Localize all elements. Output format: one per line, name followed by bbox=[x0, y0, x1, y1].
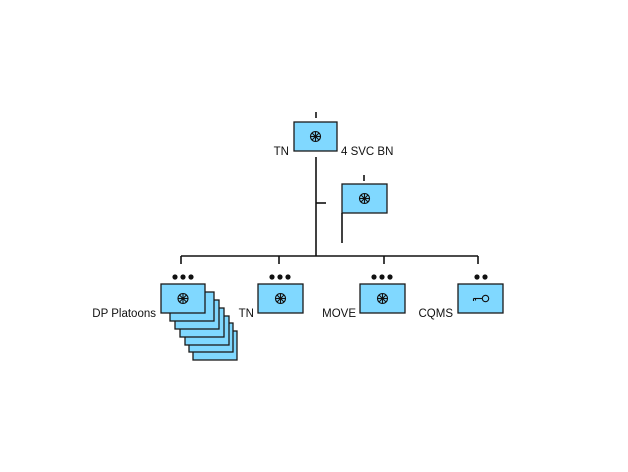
echelon-dots bbox=[269, 274, 291, 280]
hq-right-label: 4 SVC BN bbox=[341, 146, 393, 158]
wheel-icon bbox=[358, 192, 371, 205]
wheel-icon bbox=[376, 292, 389, 305]
subunit-label: DP Platoons bbox=[92, 308, 156, 320]
command-post-unit bbox=[341, 175, 388, 243]
echelon-dots bbox=[371, 274, 393, 280]
echelon-dots bbox=[172, 274, 194, 280]
subunit-move: MOVE bbox=[322, 274, 406, 320]
subunit-tn: TN bbox=[239, 274, 304, 320]
echelon-dots bbox=[474, 274, 488, 280]
wheel-icon bbox=[274, 292, 287, 305]
subunit-dp-platoons: DP Platoons bbox=[92, 274, 238, 361]
wheel-icon bbox=[309, 130, 322, 143]
hq-left-label: TN bbox=[274, 146, 289, 158]
subunit-label: CQMS bbox=[419, 308, 454, 320]
key-icon bbox=[472, 294, 490, 303]
wheel-icon bbox=[177, 292, 189, 305]
subunit-label: MOVE bbox=[322, 308, 356, 320]
subunit-label: TN bbox=[239, 308, 254, 320]
hq-unit: TN 4 SVC BN bbox=[274, 112, 393, 158]
subunit-cqms: CQMS bbox=[419, 274, 504, 320]
